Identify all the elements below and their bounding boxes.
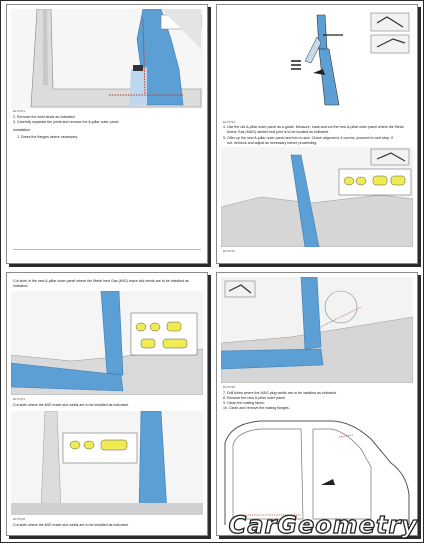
instruction-line: Cut slots in the new A-pillar outer pane… <box>13 279 189 283</box>
panel-measure-illustration <box>221 9 413 121</box>
figure-reference: E175746 <box>223 385 236 389</box>
instruction-line: Active Gas (MAG) welded butt joint is to… <box>227 130 330 134</box>
plug-weld-illustration <box>221 277 413 383</box>
instruction-line: Cut slots where the MIG braze slot welds… <box>13 403 129 407</box>
figure-reference: E175744 <box>13 397 26 401</box>
figure-reference: E175742 <box>223 120 236 124</box>
slot-weld-illustration-lower <box>11 411 203 515</box>
instruction-line: 3. Carefully separate the joints and rem… <box>13 120 120 124</box>
figure-reference: E175745 <box>13 517 26 521</box>
instruction-line: not, recheck and adjust as necessary bef… <box>227 141 318 145</box>
figure-reference: E175741 <box>13 109 26 113</box>
section-heading: Installation <box>13 128 31 132</box>
instruction-line: 7. Drill holes where the MAG plug welds … <box>223 391 338 395</box>
manual-page-3: Cut slots in the new A-pillar outer pane… <box>6 272 208 536</box>
a-pillar-removal-illustration <box>11 9 203 109</box>
instruction-line: 9. Clean the mating faces. <box>223 401 265 405</box>
instruction-line: 8. Remove the new A-pillar outer panel. <box>223 396 286 400</box>
slot-weld-illustration-upper <box>11 291 203 395</box>
manual-page-2: E175742 4. Use the old A-pillar outer pa… <box>216 4 418 264</box>
manual-page-1: E175741 2. Remove the weld studs as indi… <box>6 4 208 264</box>
manual-page-4: E175746 7. Drill holes where the MAG plu… <box>216 272 418 536</box>
instruction-line: 10. Clean and remove the mating flanges. <box>223 406 290 410</box>
watermark-logo: CarGeometry <box>228 510 418 539</box>
instruction-line: 1. Dress the flanges where necessary. <box>17 135 78 139</box>
figure-reference: E175743 <box>223 249 236 253</box>
weld-location-illustration <box>221 147 413 247</box>
instruction-line: 5. Offer up the new A-pillar outer panel… <box>223 136 393 140</box>
instruction-line: 2. Remove the weld studs as indicated. <box>13 115 76 119</box>
divider <box>13 249 201 250</box>
instruction-line: Cut slots where the MIG braze slot welds… <box>13 523 129 527</box>
instruction-line: 4. Use the old A-pillar outer panel as a… <box>223 125 404 129</box>
instruction-line: indicated. <box>13 284 29 288</box>
body-side-outline-illustration <box>221 415 413 531</box>
